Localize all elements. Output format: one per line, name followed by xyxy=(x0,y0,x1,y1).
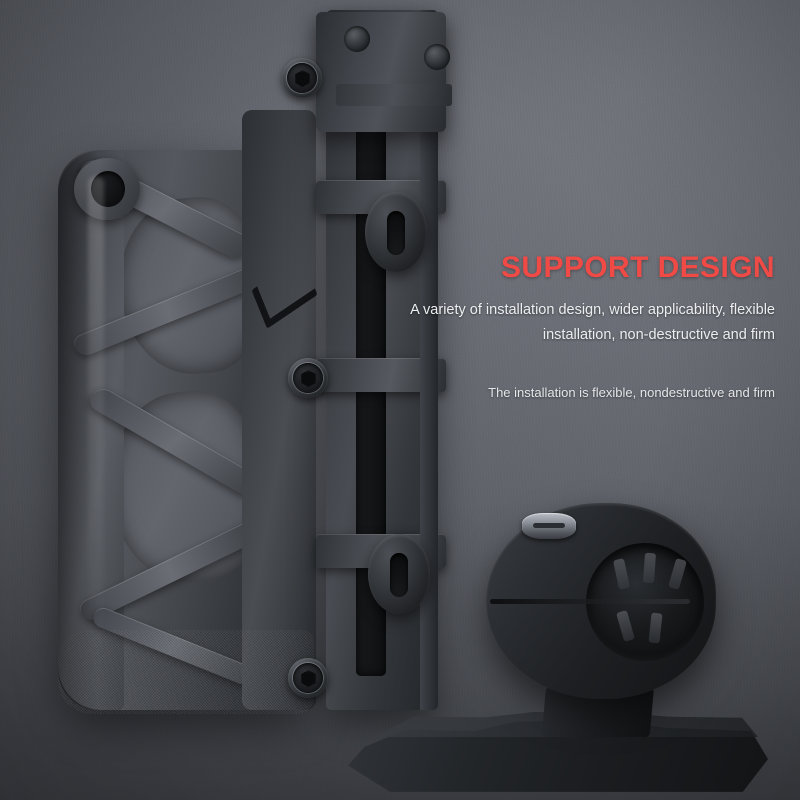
rail-edge xyxy=(420,10,438,710)
cage-left-shading xyxy=(58,150,98,710)
cage-base xyxy=(58,630,314,714)
cage-top-hook xyxy=(74,158,140,220)
clamp-grip-tooth xyxy=(642,552,657,584)
cage-right-column xyxy=(242,110,316,710)
rail-head-bracket xyxy=(316,12,446,132)
rubber-grommet xyxy=(365,192,427,272)
hex-socket-bolt-icon xyxy=(288,658,328,698)
bottle-cage xyxy=(28,0,488,800)
clamp-screw-icon xyxy=(522,513,576,539)
rail-head-bar xyxy=(336,84,452,106)
body-copy-line: A variety of installation design, wider … xyxy=(410,301,775,318)
hex-socket-bolt-icon xyxy=(288,358,328,398)
rail-head-hole xyxy=(344,26,370,52)
headline: SUPPORT DESIGN xyxy=(501,251,775,284)
marketing-copy: SUPPORT DESIGN A variety of installation… xyxy=(375,252,775,404)
cage-edge-highlight xyxy=(88,176,104,676)
clamp-split-line xyxy=(490,599,690,604)
tagline: The installation is flexible, nondestruc… xyxy=(488,385,775,401)
body-copy: A variety of installation design, wider … xyxy=(375,298,775,350)
rubber-grommet xyxy=(368,534,430,614)
rail-head-hole xyxy=(424,44,450,70)
body-copy-line: installation, non-destructive and firm xyxy=(542,327,775,344)
handlebar-clamp xyxy=(348,495,788,792)
hex-socket-bolt-icon xyxy=(282,58,322,98)
